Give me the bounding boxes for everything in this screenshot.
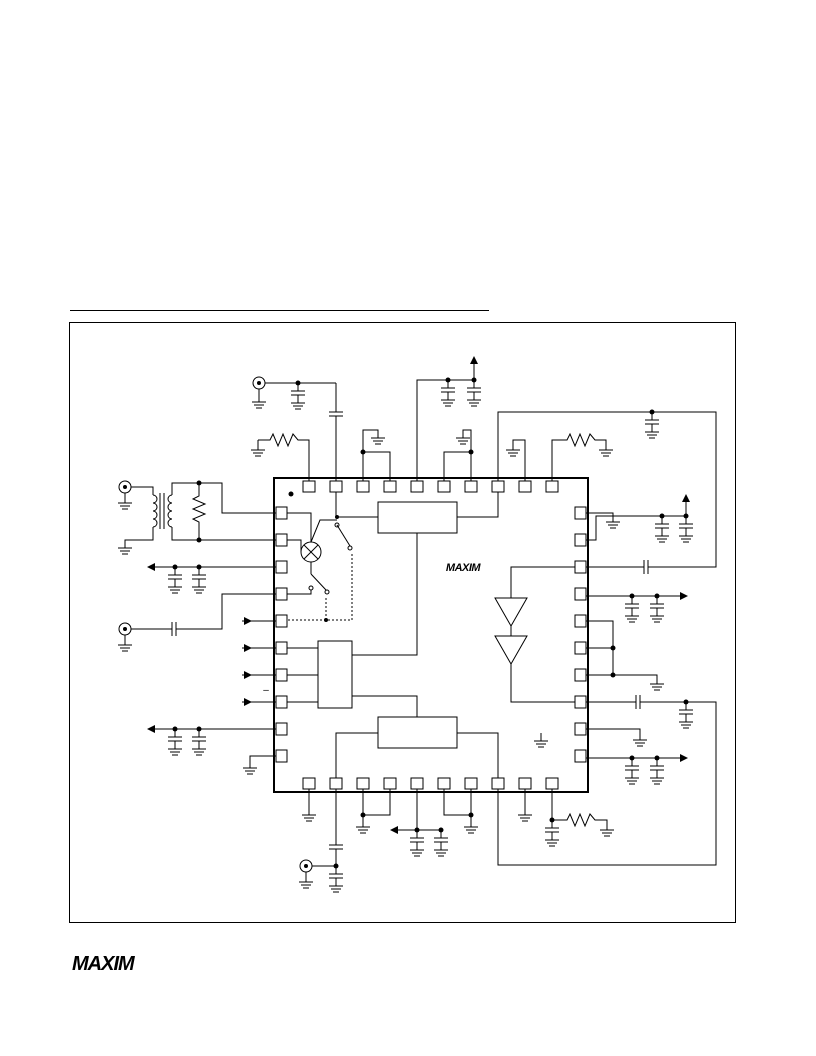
rf-connector-icon [252, 376, 266, 390]
internal-wiring [287, 492, 575, 778]
rf-connector-icon [299, 859, 313, 873]
external-right-circuit [497, 494, 717, 866]
maxim-logo: MAXIM [72, 953, 136, 975]
external-left-circuit [117, 480, 276, 775]
inverted-input-mark: – [263, 685, 269, 696]
bias-block [377, 716, 458, 749]
mixer-icon [300, 541, 322, 563]
pin1-marker [288, 491, 294, 497]
external-top-circuit [250, 356, 717, 568]
bottom-pins [302, 777, 559, 790]
schematic-frame [69, 322, 736, 923]
section-rule [70, 310, 489, 311]
control-logic-block [317, 640, 353, 709]
rf-connector-icon [118, 480, 132, 494]
rf-connector-icon [118, 622, 132, 636]
external-bottom-circuit [298, 789, 615, 892]
left-pins [275, 506, 288, 763]
chip-logo: MAXIM [446, 562, 482, 574]
lo-buffer-block [377, 501, 458, 534]
